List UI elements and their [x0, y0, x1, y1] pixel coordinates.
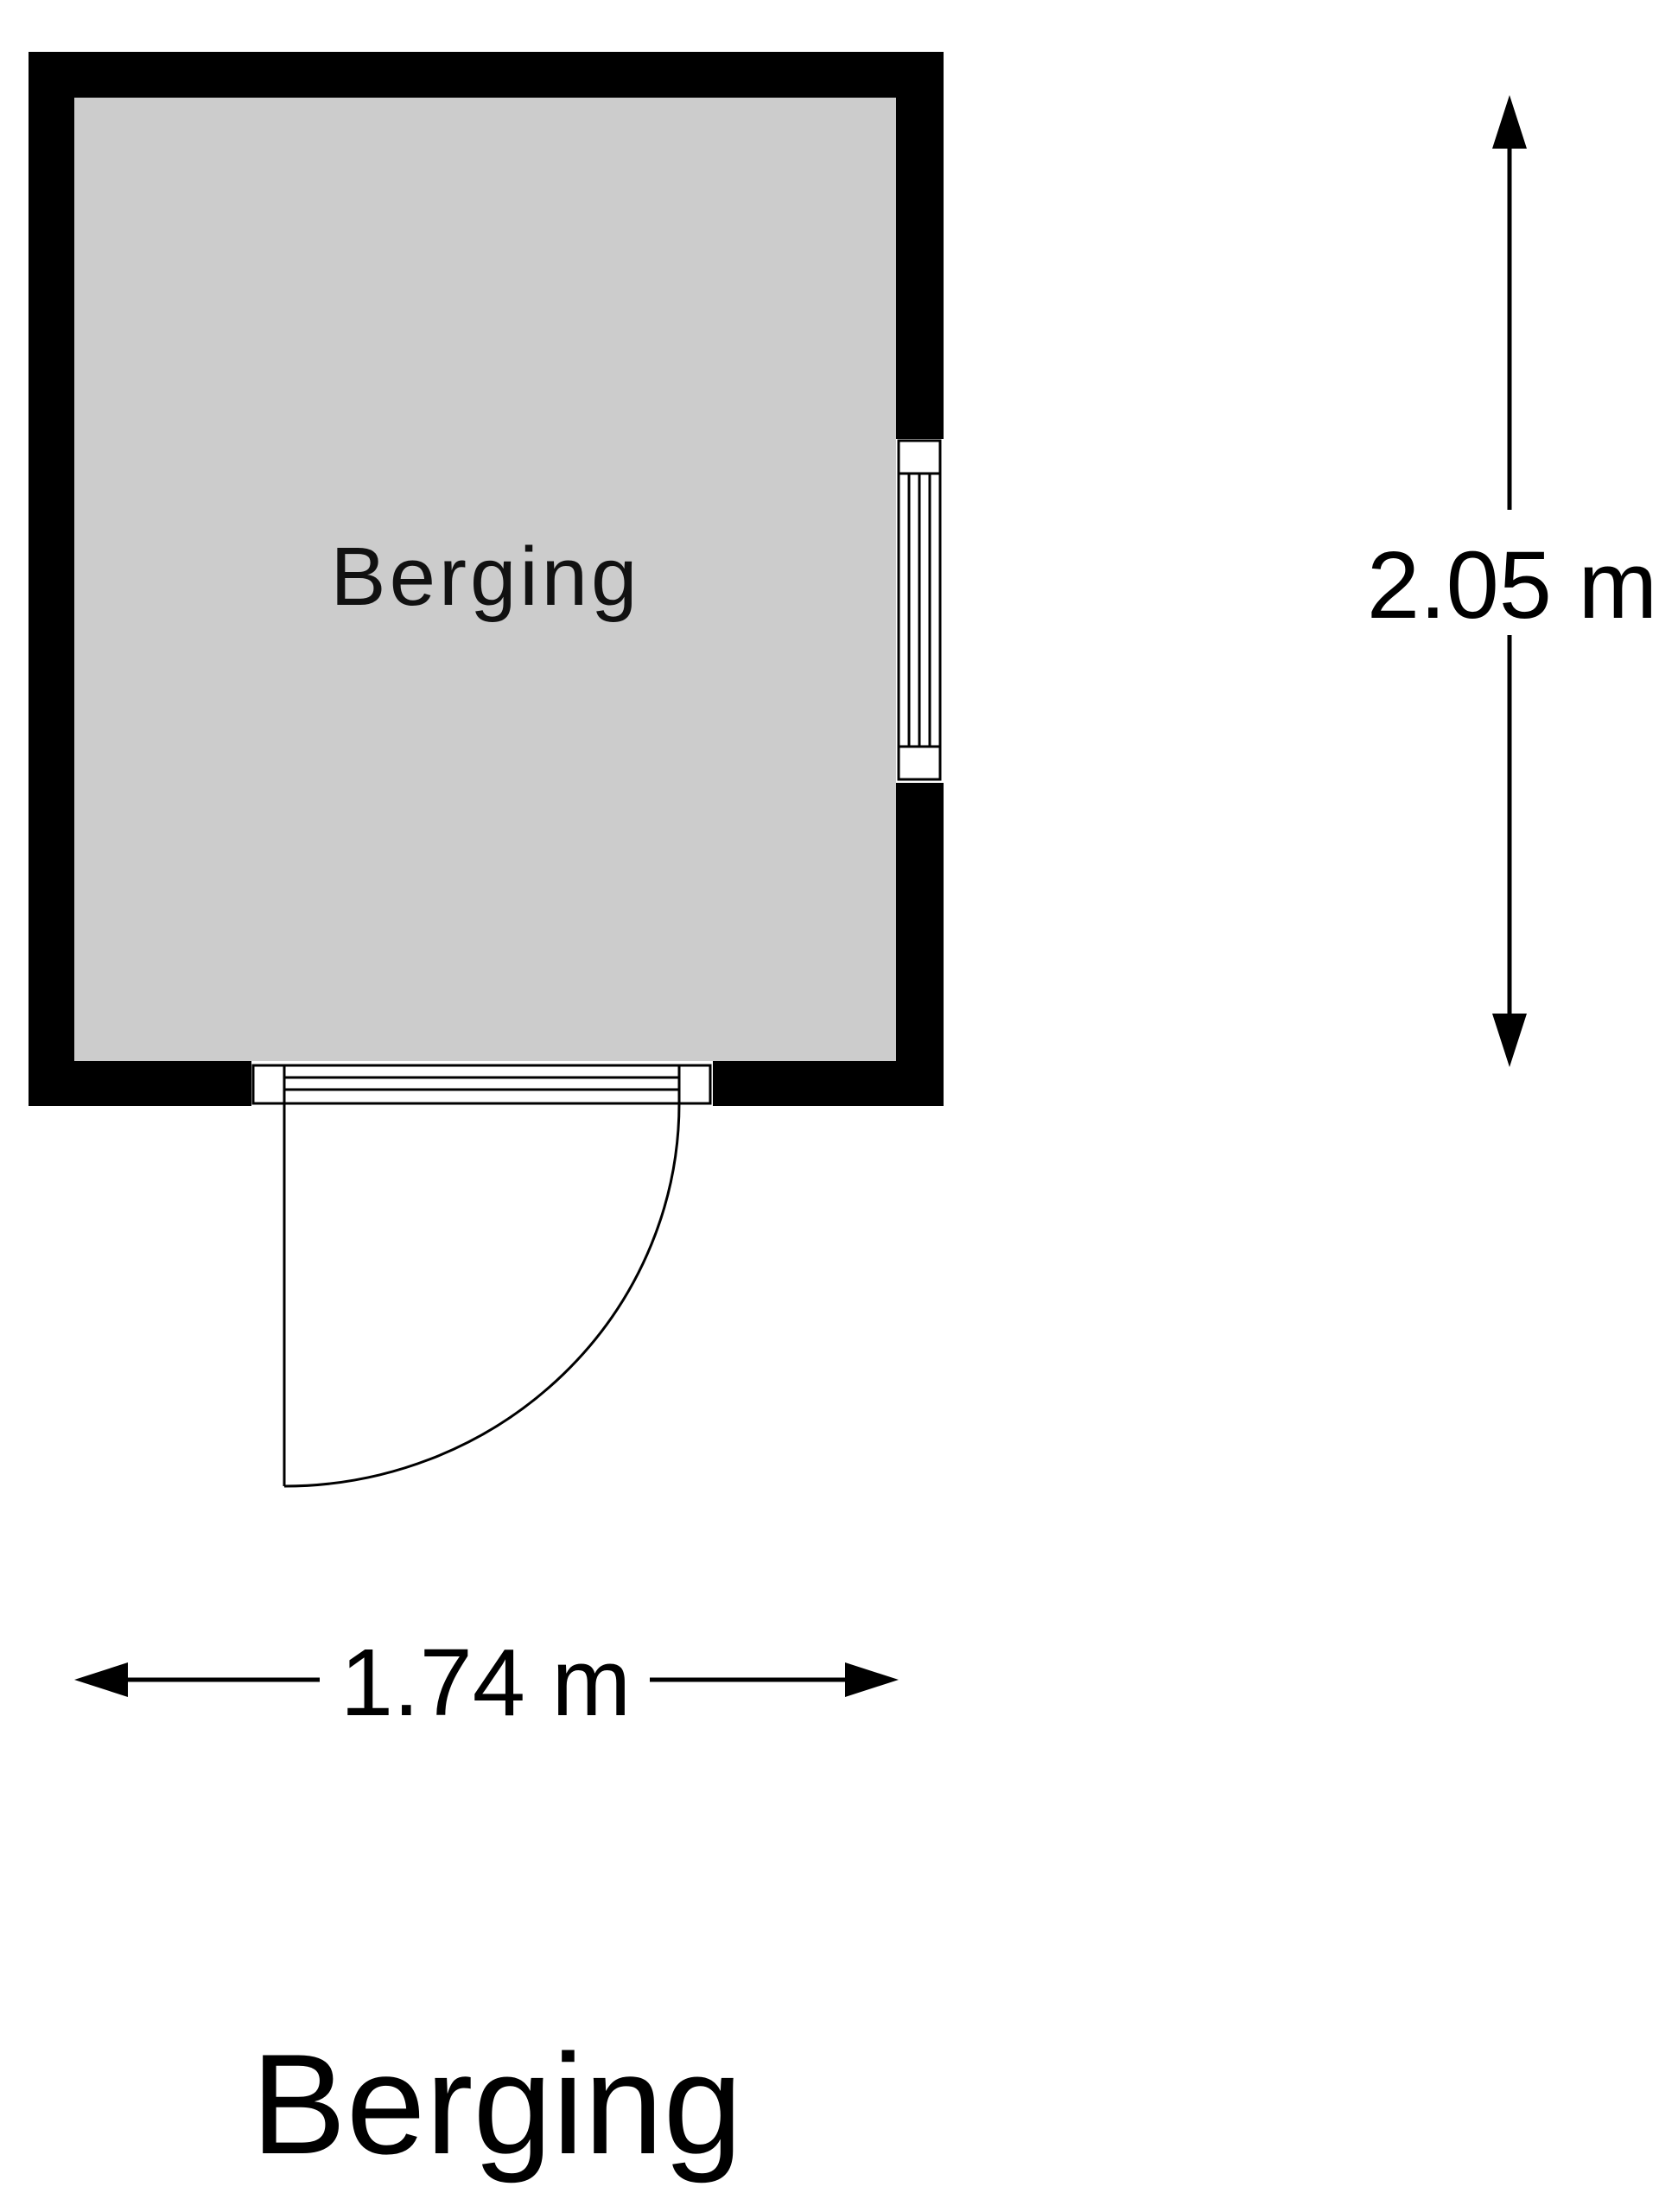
door — [251, 1064, 712, 1488]
width-arrow-left-icon — [74, 1662, 128, 1697]
wall-left — [29, 52, 74, 1106]
wall-top — [29, 52, 944, 98]
width-dimension: 1.74 m — [74, 1630, 899, 1736]
door-jamb-right — [677, 1064, 712, 1105]
room-floor — [74, 98, 896, 1061]
wall-right-upper — [896, 52, 944, 439]
door-threshold — [283, 1064, 681, 1105]
height-dimension-label: 2.05 m — [1367, 532, 1657, 639]
window — [897, 439, 942, 781]
wall-bottom-right — [713, 1061, 944, 1106]
room-label: Berging — [331, 531, 641, 623]
plan-title: Berging — [251, 2024, 743, 2183]
window-frame-top — [897, 439, 942, 475]
window-frame-bottom — [897, 745, 942, 781]
width-dimension-label: 1.74 m — [340, 1630, 631, 1736]
wall-bottom-left — [29, 1061, 251, 1106]
height-dimension: 2.05 m — [1367, 95, 1657, 1067]
door-jamb-left — [251, 1064, 286, 1105]
walls — [29, 52, 944, 1106]
height-arrow-down-icon — [1492, 1014, 1527, 1067]
door-swing-arc — [283, 1103, 681, 1488]
height-arrow-up-icon — [1492, 95, 1527, 149]
wall-right-lower — [896, 783, 944, 1106]
width-arrow-right-icon — [845, 1662, 899, 1697]
